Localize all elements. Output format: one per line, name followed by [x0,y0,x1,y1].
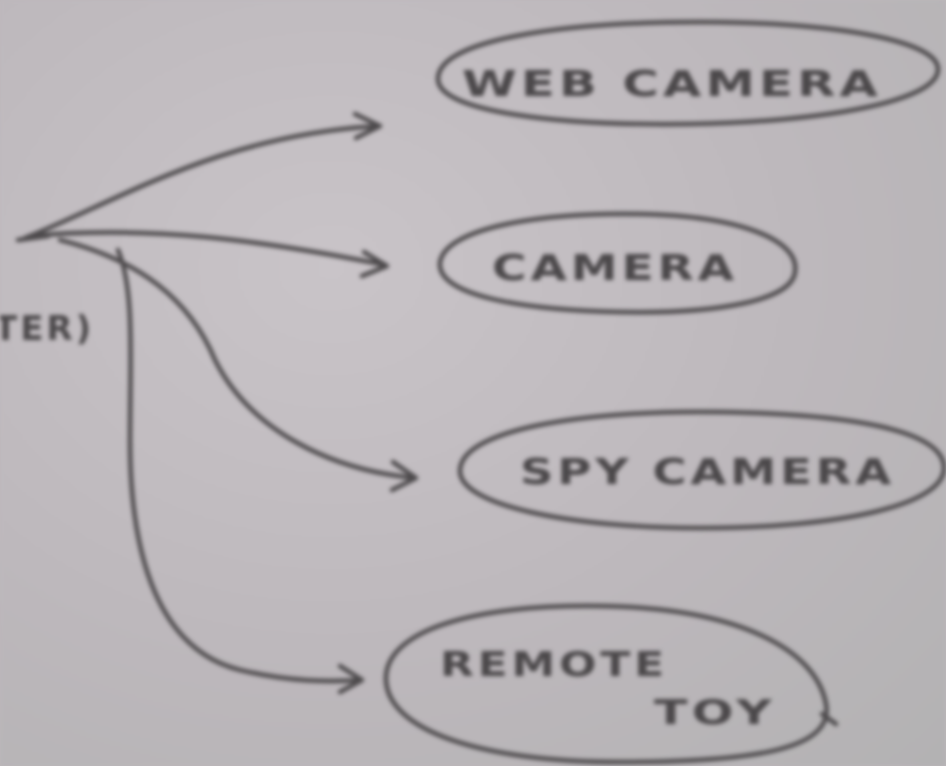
arrowhead-remote-toy [337,663,365,695]
arrow-to-spy-camera [57,237,418,481]
node-spy-camera: SPY CAMERA [457,409,946,531]
arrowhead-camera [359,249,390,279]
node-web-camera-outline [435,19,941,127]
arrow-to-remote-toy [115,247,363,684]
node-camera-label: CAMERA [492,248,738,289]
arrow-to-camera [27,230,388,268]
node-web-camera: WEB CAMERA [435,19,941,127]
node-remote-toy-label-line1: REMOTE [440,645,668,685]
center-label-fragment: TER) [0,309,94,349]
node-spy-camera-outline [457,409,946,531]
node-web-camera-label: WEB CAMERA [462,64,882,105]
arrowhead-spy-camera [389,459,419,493]
node-remote-toy-tail [819,711,839,727]
node-camera-outline [437,211,798,315]
arrow-to-web-camera [22,123,381,241]
node-spy-camera-label: SPY CAMERA [520,452,895,493]
node-remote-toy: REMOTE TOY [383,603,839,765]
arrowhead-web-camera [352,111,383,141]
node-remote-toy-label-line2: TOY [654,693,776,733]
node-camera: CAMERA [437,211,798,315]
node-remote-toy-outline [383,603,829,765]
